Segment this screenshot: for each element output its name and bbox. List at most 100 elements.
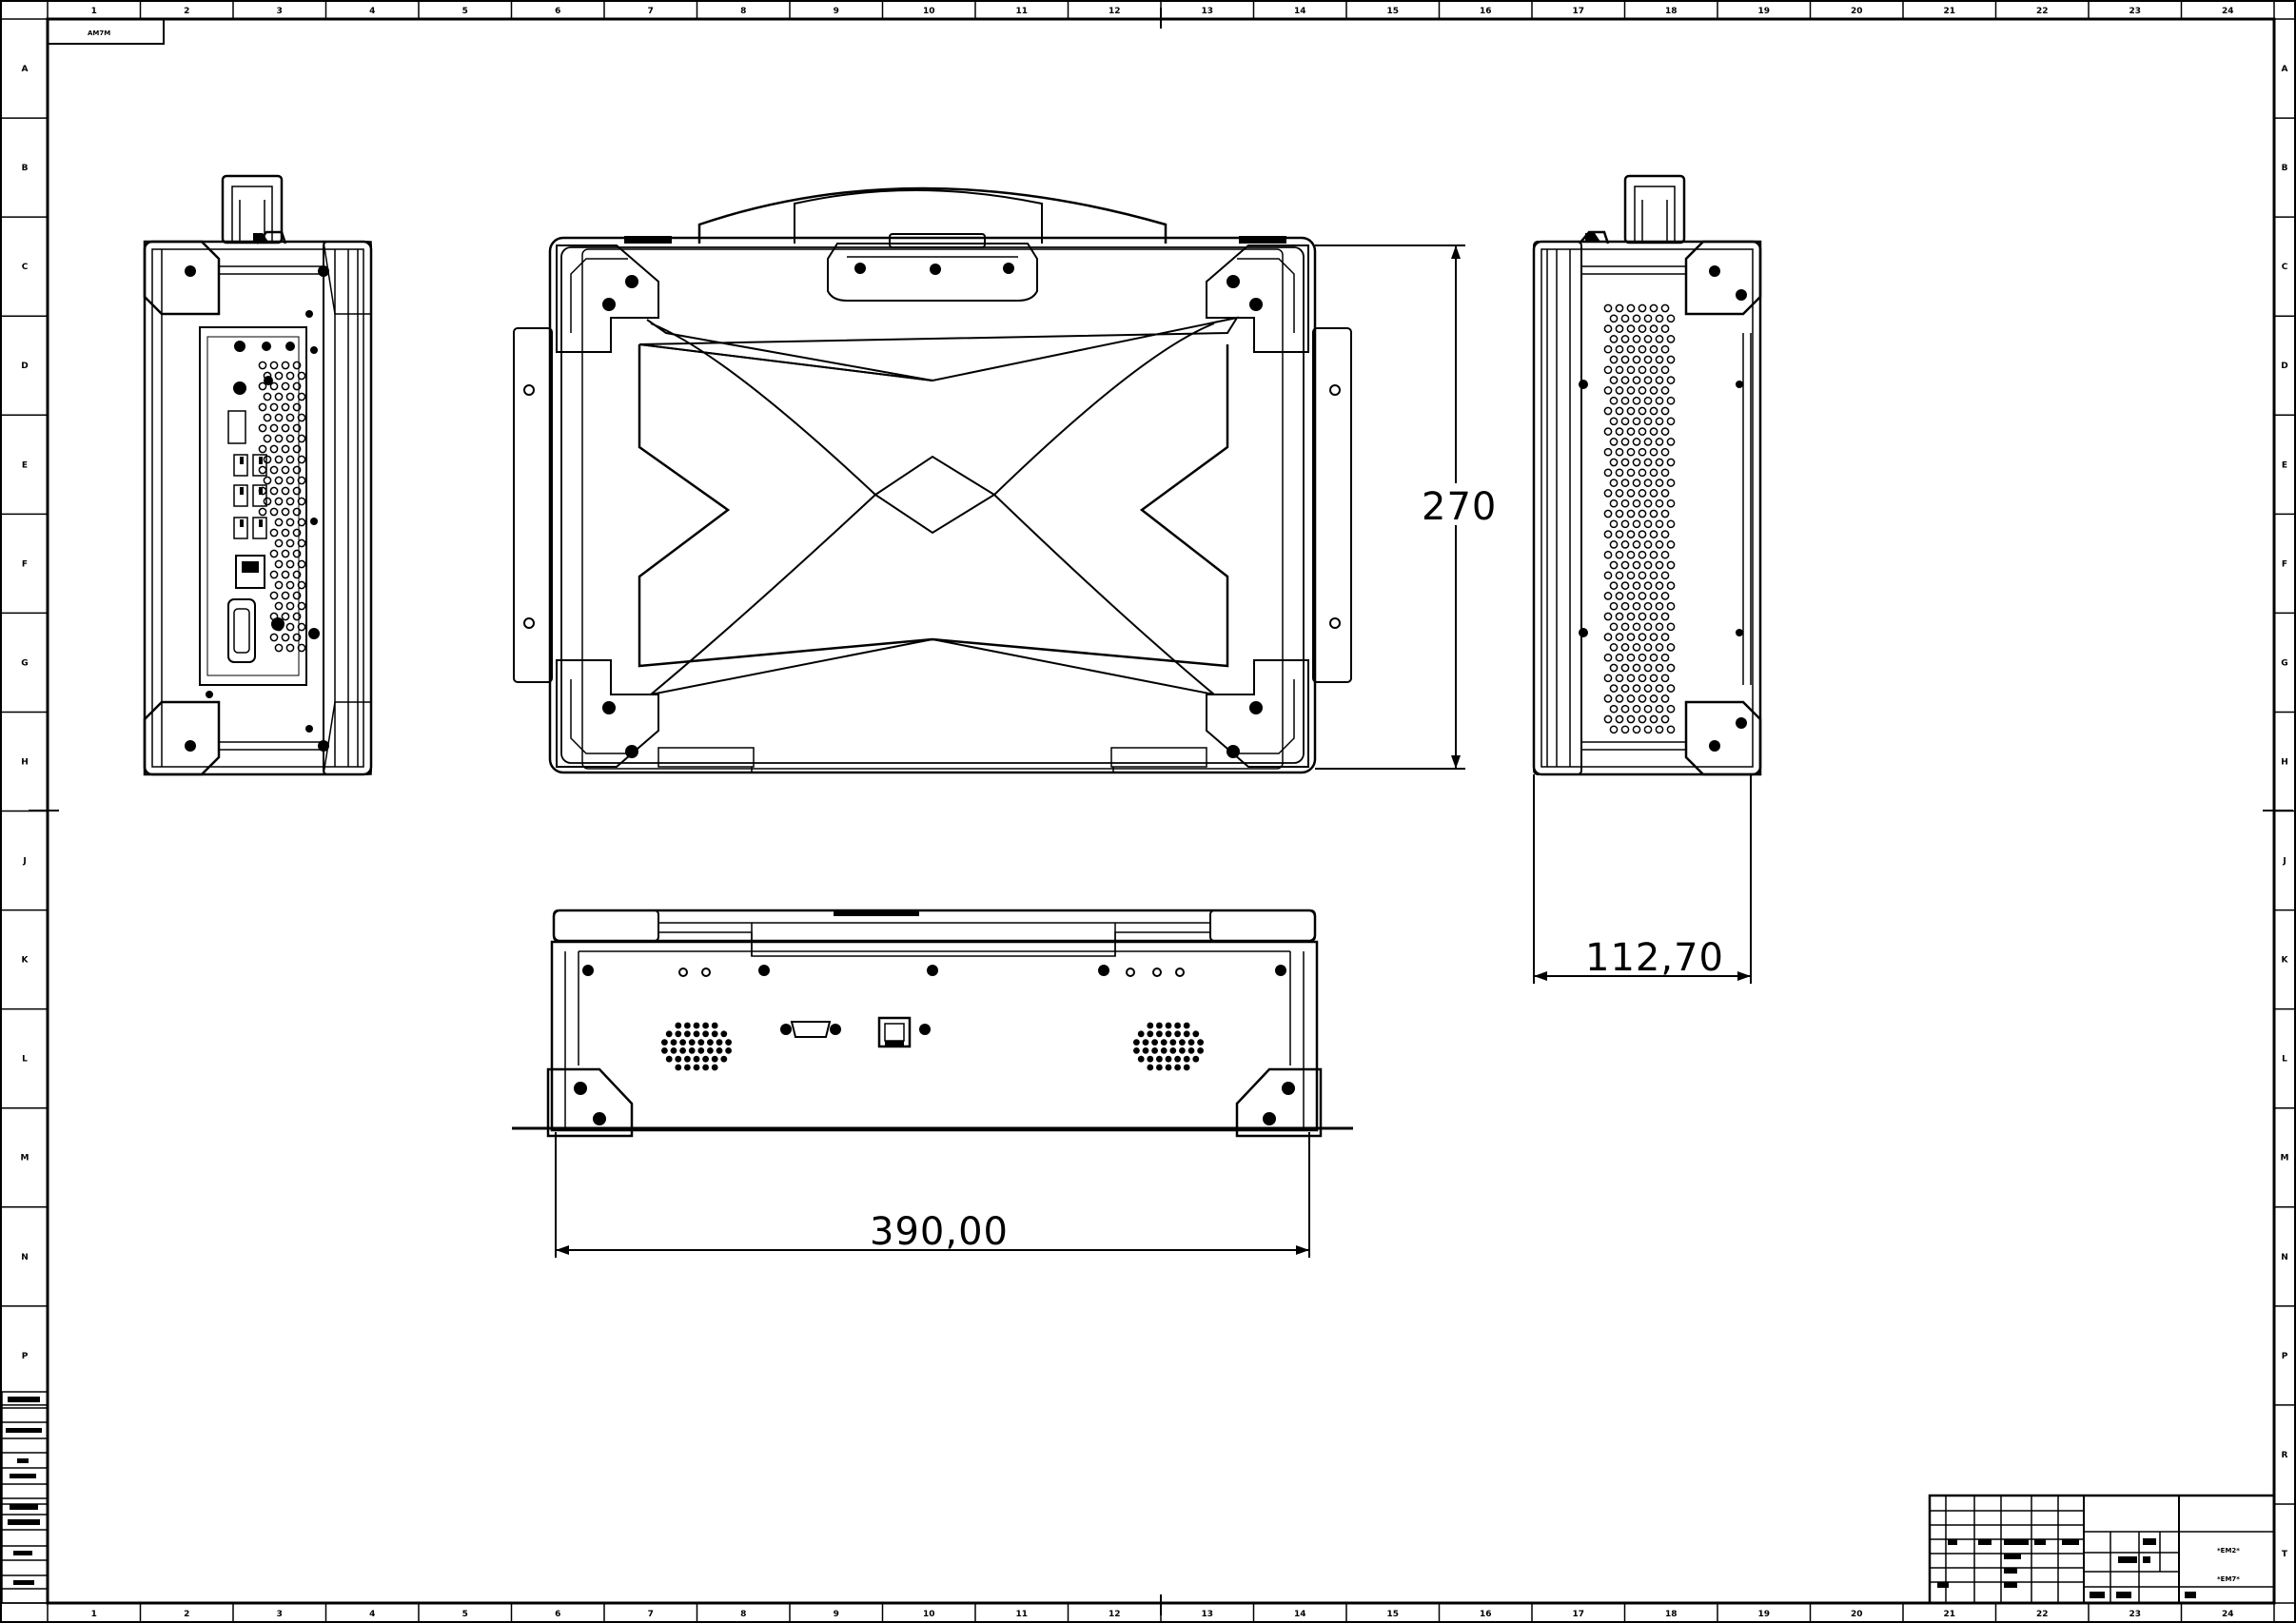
- vent-hole: [1609, 458, 1619, 467]
- vent-hole: [1655, 438, 1664, 446]
- vent-hole: [1649, 344, 1658, 354]
- dimension-lines: [555, 244, 1752, 1258]
- vent-hole: [258, 381, 267, 391]
- vent-hole: [274, 392, 284, 401]
- vent-hole: [1609, 355, 1619, 364]
- vent-hole: [1615, 468, 1624, 478]
- column-zone-label-bottom: 21: [1943, 1610, 1955, 1619]
- vent-hole: [1626, 509, 1636, 518]
- vent-hole: [292, 633, 302, 642]
- vent-hole: [1626, 612, 1636, 621]
- vent-hole: [297, 497, 306, 506]
- column-zone-label-bottom: 14: [1294, 1610, 1306, 1619]
- vent-hole: [1638, 612, 1647, 621]
- dimension-width: 390,00: [870, 1210, 1009, 1254]
- vent-hole: [285, 371, 295, 381]
- vent-hole: [1660, 365, 1670, 375]
- vent-hole: [1626, 468, 1636, 478]
- vent-hole: [1655, 314, 1664, 323]
- vent-hole: [1626, 427, 1636, 436]
- column-zone-label-top: 22: [2036, 7, 2049, 16]
- vent-hole: [274, 434, 284, 443]
- vent-hole: [269, 528, 279, 538]
- speaker-hole: [675, 1064, 682, 1071]
- vent-hole: [1632, 560, 1641, 570]
- vent-hole: [297, 413, 306, 422]
- vent-hole: [1615, 344, 1624, 354]
- vent-hole: [1660, 386, 1670, 395]
- vent-hole: [1638, 550, 1647, 559]
- speaker-hole: [1165, 1022, 1172, 1029]
- vent-hole: [281, 570, 290, 579]
- vent-hole: [1609, 376, 1619, 384]
- vent-hole: [1632, 314, 1641, 323]
- vent-hole: [1620, 314, 1630, 323]
- vent-hole: [1626, 694, 1636, 703]
- vent-hole: [274, 497, 284, 506]
- vent-hole: [281, 444, 290, 454]
- column-zone-label-top: 15: [1386, 7, 1399, 16]
- vent-hole: [1620, 335, 1630, 343]
- vent-hole: [1620, 684, 1630, 693]
- vent-hole: [1626, 303, 1636, 313]
- vent-hole: [1609, 643, 1619, 652]
- vent-hole: [269, 486, 279, 496]
- right-side-view: [1532, 174, 1762, 776]
- row-zone-label-left: E: [22, 460, 28, 470]
- column-zone-label-bottom: 5: [462, 1610, 468, 1619]
- vent-hole: [1649, 653, 1658, 662]
- column-zone-label-top: 4: [369, 7, 375, 16]
- vent-hole: [1649, 694, 1658, 703]
- vent-hole: [1632, 335, 1641, 343]
- vent-hole: [1660, 303, 1670, 313]
- speaker-hole: [1156, 1030, 1163, 1038]
- speaker-hole: [702, 1030, 709, 1038]
- row-zone-label-left: P: [22, 1352, 29, 1361]
- vent-hole: [1603, 489, 1613, 498]
- vent-hole: [285, 643, 295, 653]
- speaker-hole: [1183, 1064, 1190, 1071]
- speaker-hole: [670, 1047, 677, 1054]
- vent-hole: [1638, 633, 1647, 641]
- speaker-hole: [725, 1047, 732, 1054]
- vent-hole: [1638, 324, 1647, 333]
- speaker-hole: [688, 1039, 696, 1046]
- vent-hole: [1632, 684, 1641, 693]
- vent-hole: [281, 549, 290, 558]
- vent-hole: [1620, 704, 1630, 714]
- speaker-hole: [697, 1039, 705, 1046]
- vent-hole: [1655, 601, 1664, 611]
- column-zone-label-bottom: 17: [1572, 1610, 1584, 1619]
- row-zone-label-right: N: [2281, 1253, 2288, 1262]
- column-zone-label-bottom: 20: [1851, 1610, 1863, 1619]
- vent-hole: [1655, 540, 1664, 549]
- row-zone-label-right: L: [2282, 1055, 2287, 1065]
- vent-hole: [1620, 643, 1630, 652]
- front-view-small-holes: [678, 968, 1185, 977]
- vent-hole: [1655, 335, 1664, 343]
- vent-hole: [281, 612, 290, 621]
- vent-hole: [1626, 653, 1636, 662]
- vent-hole: [1649, 612, 1658, 621]
- vent-hole: [1615, 365, 1624, 375]
- vent-hole: [269, 633, 279, 642]
- vent-hole: [269, 549, 279, 558]
- vent-hole: [1632, 355, 1641, 364]
- vent-hole: [1603, 592, 1613, 600]
- vent-hole: [1626, 714, 1636, 724]
- speaker-hole: [684, 1055, 691, 1063]
- vent-hole: [1603, 714, 1613, 724]
- vent-hole: [1638, 592, 1647, 600]
- vent-hole: [1615, 447, 1624, 457]
- vent-hole: [281, 465, 290, 475]
- vent-hole: [281, 486, 290, 496]
- vent-hole: [1638, 365, 1647, 375]
- vent-hole: [1643, 314, 1653, 323]
- row-zone-label-left: M: [21, 1154, 29, 1163]
- vent-hole: [263, 434, 272, 443]
- vent-hole: [1643, 438, 1653, 446]
- speaker-hole: [707, 1047, 714, 1054]
- speaker-hole: [720, 1030, 728, 1038]
- vent-hole: [1620, 499, 1630, 508]
